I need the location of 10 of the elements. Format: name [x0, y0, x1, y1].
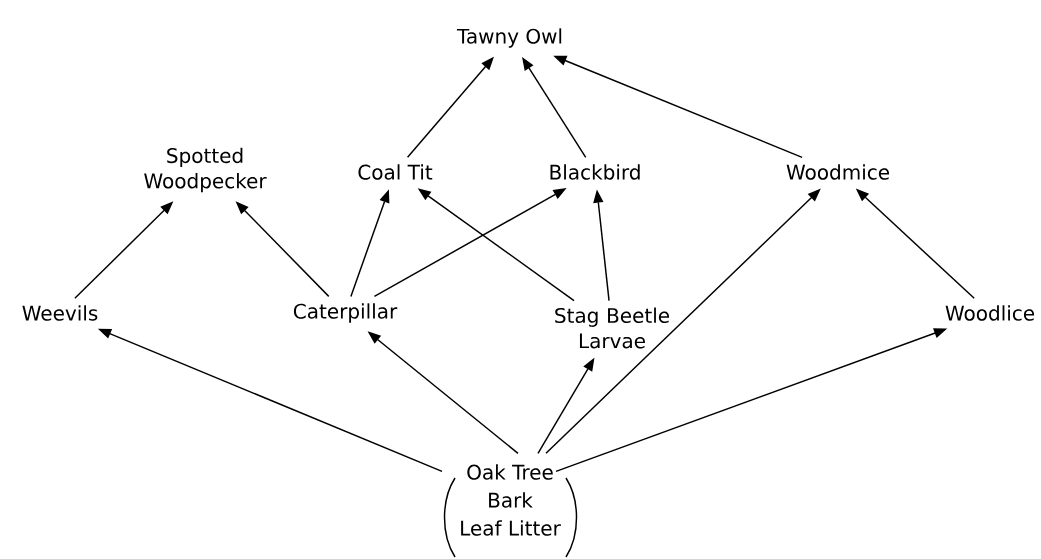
species-label: Woodlice — [945, 305, 1035, 321]
species-label: Weevils — [22, 305, 98, 321]
species-label: Woodmice — [786, 164, 889, 180]
species-label: Spotted Woodpecker — [144, 147, 267, 193]
species-label: Caterpillar — [293, 303, 398, 323]
species-label: Blackbird — [550, 164, 640, 180]
species-label: Oak Tree Bark Leaf Litter — [461, 464, 561, 536]
species-label: Coal Tit — [358, 164, 433, 180]
species-label: Stag Beetle Larvae — [555, 307, 669, 349]
species-label: Tawny Owl — [456, 28, 562, 48]
